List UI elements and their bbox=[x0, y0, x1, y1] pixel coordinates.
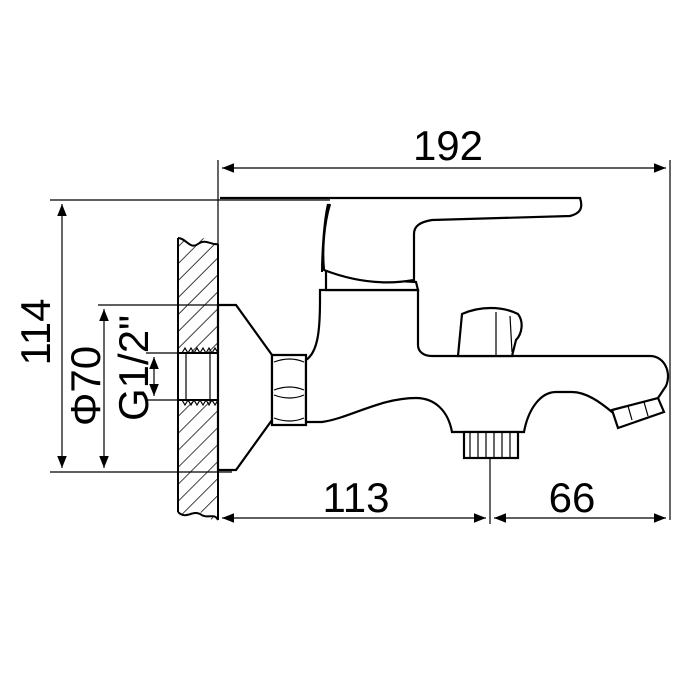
dimension-thread-label: G1/2" bbox=[110, 315, 157, 421]
dimension-114-label: 114 bbox=[12, 299, 59, 366]
dimension-thread: G1/2" bbox=[110, 315, 178, 421]
dimension-114: 114 bbox=[12, 199, 330, 473]
faucet-body bbox=[304, 288, 670, 460]
dimension-phi70-label: Φ70 bbox=[62, 346, 109, 426]
dimension-66-label: 66 bbox=[549, 474, 596, 521]
hex-nut bbox=[270, 353, 308, 427]
dimension-bottom: 113 66 bbox=[222, 458, 666, 524]
diverter-knob bbox=[456, 306, 523, 358]
wall-flange bbox=[216, 303, 274, 472]
dimension-192-label: 192 bbox=[413, 122, 483, 169]
dimension-phi70: Φ70 bbox=[62, 304, 236, 468]
faucet-lever bbox=[220, 196, 583, 292]
dimension-192: 192 bbox=[217, 122, 671, 520]
dimension-113-label: 113 bbox=[323, 474, 390, 521]
threaded-pipe bbox=[177, 346, 219, 407]
